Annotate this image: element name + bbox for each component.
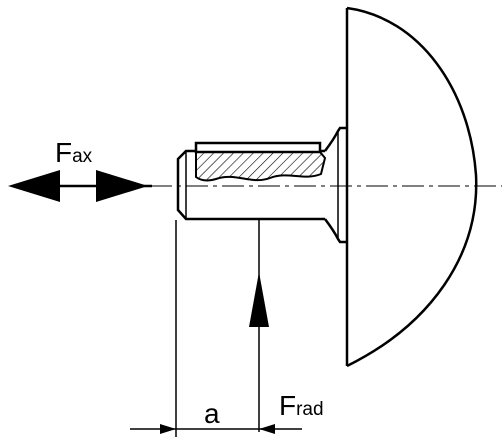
shaft-shoulder-bottom — [323, 218, 347, 244]
radial-force-arrow-head — [249, 272, 269, 327]
dimension-arrow-right — [259, 424, 275, 434]
radial-force-label: Frad — [279, 392, 324, 420]
dimension-arrow-left — [160, 424, 176, 434]
axial-force-symbol: F — [55, 137, 73, 168]
key — [194, 141, 322, 154]
keyway-section — [195, 151, 327, 182]
radial-force-symbol: F — [279, 390, 297, 421]
axial-force-arrow-right-head — [96, 170, 148, 202]
axial-force-subscript: ax — [72, 146, 93, 167]
motor-housing-outline — [346, 6, 478, 368]
axial-force-arrow-left-head — [8, 170, 60, 202]
radial-force-subscript: rad — [296, 399, 324, 420]
distance-label: a — [204, 398, 220, 429]
shaft-shoulder-top — [323, 126, 347, 152]
axial-force-label: Fax — [55, 139, 92, 167]
